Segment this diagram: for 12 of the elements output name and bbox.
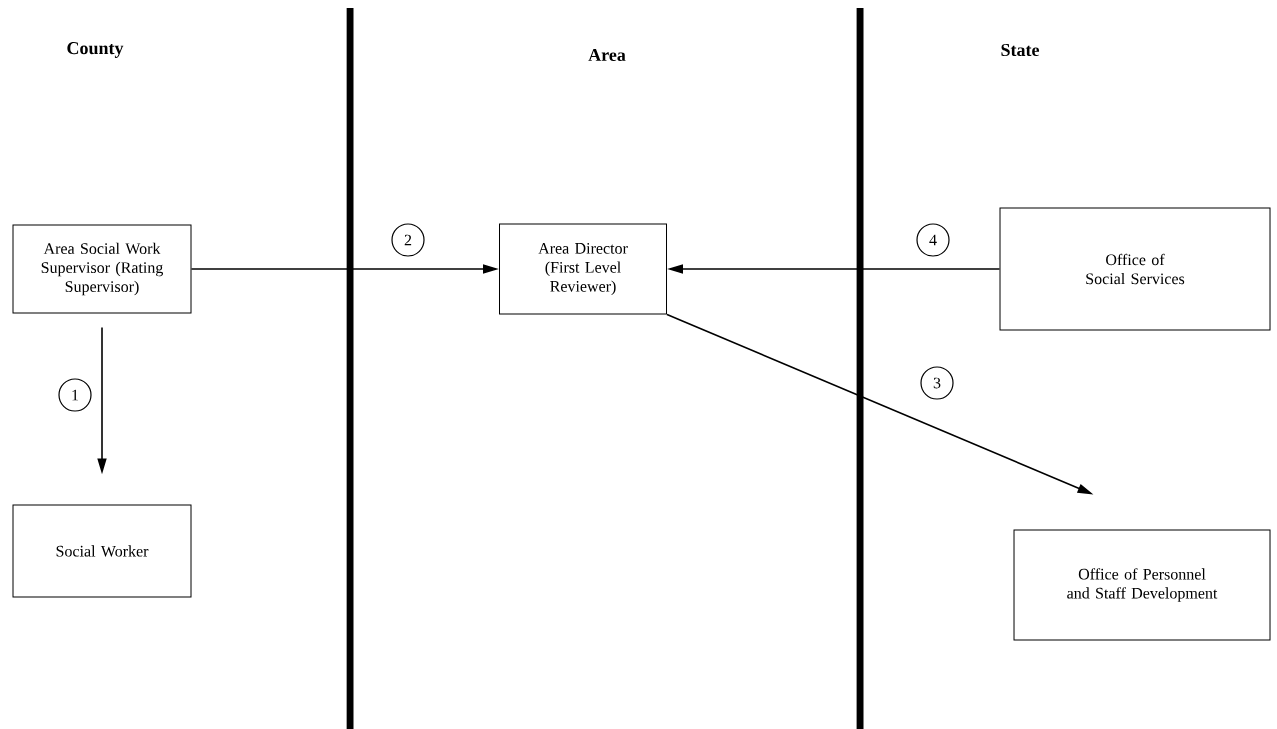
process-box: Office of Personnel and Staff Development (1013, 529, 1271, 641)
callout-number: 4 (916, 223, 950, 257)
process-box: Area Social Work Supervisor (Rating Supervisor) (12, 224, 192, 314)
process-box: Social Worker (12, 504, 192, 598)
column-heading: County (67, 42, 124, 58)
column-heading: State (1001, 43, 1040, 57)
process-box: Area Director (First Level Reviewer) (499, 223, 667, 315)
callout-number: 1 (58, 378, 92, 412)
callout-number: 3 (920, 366, 954, 400)
process-box: Office of Social Services (999, 207, 1271, 331)
callout-number: 2 (391, 223, 425, 257)
column-heading: Area (588, 48, 626, 62)
